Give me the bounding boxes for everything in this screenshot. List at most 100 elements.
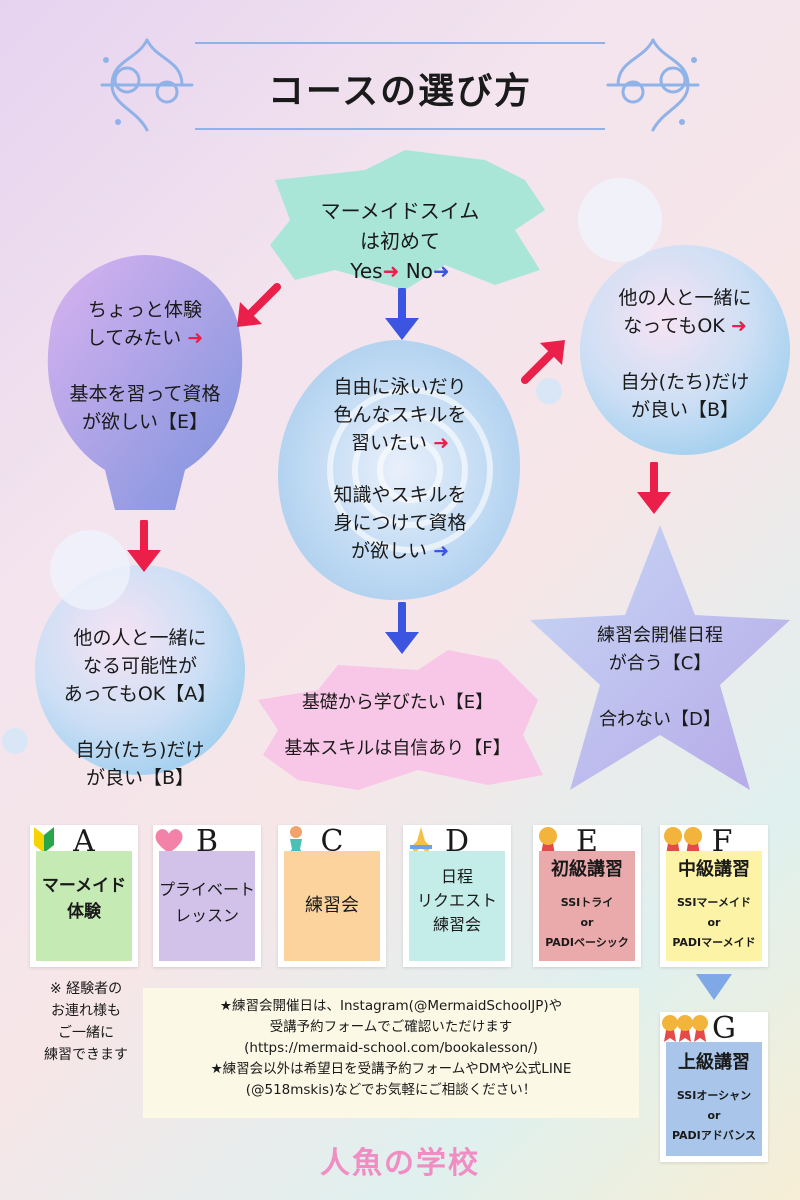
course-card-f[interactable]: F 中級講習 SSIマーメイド or PADIマーメイド [660,825,768,967]
left-bubble-line-4: 自分(たち)だけ [75,739,205,761]
arrow-down-center-icon [385,288,419,340]
right-bubble-shape [578,178,790,455]
course-card-a[interactable]: A マーメイド 体験 [30,825,138,967]
right-ornament-icon [606,38,700,132]
info-url[interactable]: (https://mermaid-school.com/bookalesson/… [244,1040,538,1056]
course-title-b: プライベート レッスン [159,877,255,959]
course-sub1-f: SSIマーメイド [676,896,751,909]
header-line-bottom [195,128,605,130]
shell-options: ちょっと体験 してみたい ➜ 基本を習って資格 が欲しい【E】 [40,296,250,436]
header-line-top [195,42,605,44]
course-sub3-f: PADIマーメイド [672,936,756,949]
note-line-2: お連れ様も [51,1003,121,1019]
course-color-c [284,851,380,961]
course-main-a: マーメイド 体験 [41,876,127,922]
shell-line-2: してみたい ➜ [40,324,250,352]
course-main-e: 初級講習 [551,859,623,880]
arrow-down-left-icon [127,520,161,572]
course-letter-b: B [195,824,219,859]
course-letter-g: G [712,1011,736,1046]
arrow-to-right-bubble-icon [521,340,565,384]
left-ornament-icon [100,38,194,132]
footer-brand: 人魚の学校 [320,1146,480,1181]
small-bubble-icon [536,378,562,404]
pink-coral-line-1: 基礎から学びたい【E】 [301,692,494,713]
yes-arrow-icon: ➜ [382,259,400,283]
course-title-a: マーメイド 体験 [36,873,132,959]
teal-coral-shape [270,150,545,290]
small-bubble-icon [2,728,28,754]
course-main-g: 上級講習 [678,1052,750,1073]
course-main-d: 日程 リクエスト 練習会 [416,867,497,934]
spiral-line-5: 身につけて資格 [333,512,467,534]
start-line-1: マーメイドスイム [320,199,480,223]
course-sub3-g: PADIアドバンス [671,1129,757,1142]
course-title-g: 上級講習 SSIオーシャン or PADIアドバンス [666,1050,762,1154]
companion-note: ※ 経験者の お連れ様も ご一緒に 練習できます [30,978,142,1066]
no-label: No [405,259,433,283]
course-sub3-e: PADIベーシック [545,936,629,949]
purple-shell-shape [47,255,243,510]
course-color-f [666,851,762,961]
spiral-line-1: 自由に泳いだり [333,376,467,398]
info-line-2: 受講予約フォームでご確認いただけます [269,1019,513,1035]
spiral-red-arrow-icon: ➜ [433,432,449,454]
start-yes-no: Yes➜ No➜ [290,256,510,286]
right-bubble-line-4: が良い【B】 [630,399,740,421]
course-sub2-g: or [707,1109,721,1122]
course-sub1-e: SSIトライ [560,896,614,909]
course-card-d[interactable]: D 日程 リクエスト 練習会 [403,825,511,967]
course-color-g [666,1042,762,1156]
right-bubble-options: 他の人と一緒に なってもOK ➜ 自分(たち)だけ が良い【B】 [585,284,785,424]
course-card-e[interactable]: E 初級講習 SSIトライ or PADIベーシック [533,825,641,967]
course-color-a [36,851,132,961]
no-arrow-icon: ➜ [432,259,450,283]
info-box: ★練習会開催日は、Instagram(@MermaidSchoolJP)や 受講… [143,988,639,1118]
starfish-shape [530,525,790,790]
spiral-line-6: が欲しい ➜ [290,537,510,565]
left-bubble-line-3: あってもOK【A】 [63,683,217,705]
spiral-options: 自由に泳いだり 色んなスキルを 習いたい ➜ 知識やスキルを 身につけて資格 が… [290,373,510,565]
spiral-line-4: 知識やスキルを [333,484,467,506]
course-card-g[interactable]: G 上級講習 SSIオーシャン or PADIアドバンス [660,1012,768,1162]
arrow-down-right-icon [637,462,671,514]
course-title-e: 初級講習 SSIトライ or PADIベーシック [539,857,635,959]
left-bubble-line-2: なる可能性が [82,655,197,677]
info-line-5: (@518mskis)などでお気軽にご相談ください！ [245,1082,537,1098]
left-bubble-line-1: 他の人と一緒に [73,627,207,649]
left-bubble-line-5: が良い【B】 [85,767,195,789]
spiral-line-3: 習いたい ➜ [290,429,510,457]
three-medals-icon [662,1015,708,1042]
note-line-3: ご一緒に [58,1025,114,1041]
shell-line-1: ちょっと体験 [87,299,202,321]
course-sub2-f: or [707,916,721,929]
heart-icon [155,829,183,853]
arrow-down-to-coral-icon [385,602,419,654]
spiral-shell-shape [278,340,520,600]
course-sub1-g: SSIオーシャン [676,1089,752,1102]
pink-coral-options: 基礎から学びたい【E】 基本スキルは自信あり【F】 [255,688,540,764]
note-line-4: 練習できます [44,1047,128,1063]
course-title-f: 中級講習 SSIマーメイド or PADIマーメイド [666,857,762,959]
start-question: マーメイドスイム は初めて Yes➜ No➜ [290,196,510,286]
star-line-3: 合わない【D】 [599,709,721,730]
info-line-1: ★練習会開催日は、Instagram(@MermaidSchoolJP)や [219,998,563,1014]
course-title-d: 日程 リクエスト 練習会 [409,865,505,959]
spiral-line-2: 色んなスキルを [333,404,467,426]
yes-label: Yes [350,259,383,283]
star-options: 練習会開催日程 が合う【C】 合わない【D】 [560,622,760,734]
course-color-e [539,851,635,961]
start-line-2: は初めて [360,229,440,253]
course-title-c: 練習会 [284,893,380,959]
right-bubble-arrow-icon: ➜ [730,315,747,337]
course-card-c[interactable]: C 練習会 [278,825,386,967]
course-main-c: 練習会 [305,895,359,916]
spiral-line-3-text: 習いたい [351,432,428,454]
right-bubble-line-3: 自分(たち)だけ [620,371,750,393]
pink-coral-shape [258,650,543,790]
course-card-b[interactable]: B プライベート レッスン [153,825,261,967]
course-color-d [409,851,505,961]
right-bubble-line-2: なってもOK ➜ [585,312,785,340]
arrow-f-to-g-icon [696,974,732,1000]
beginner-mark-icon [34,827,54,853]
